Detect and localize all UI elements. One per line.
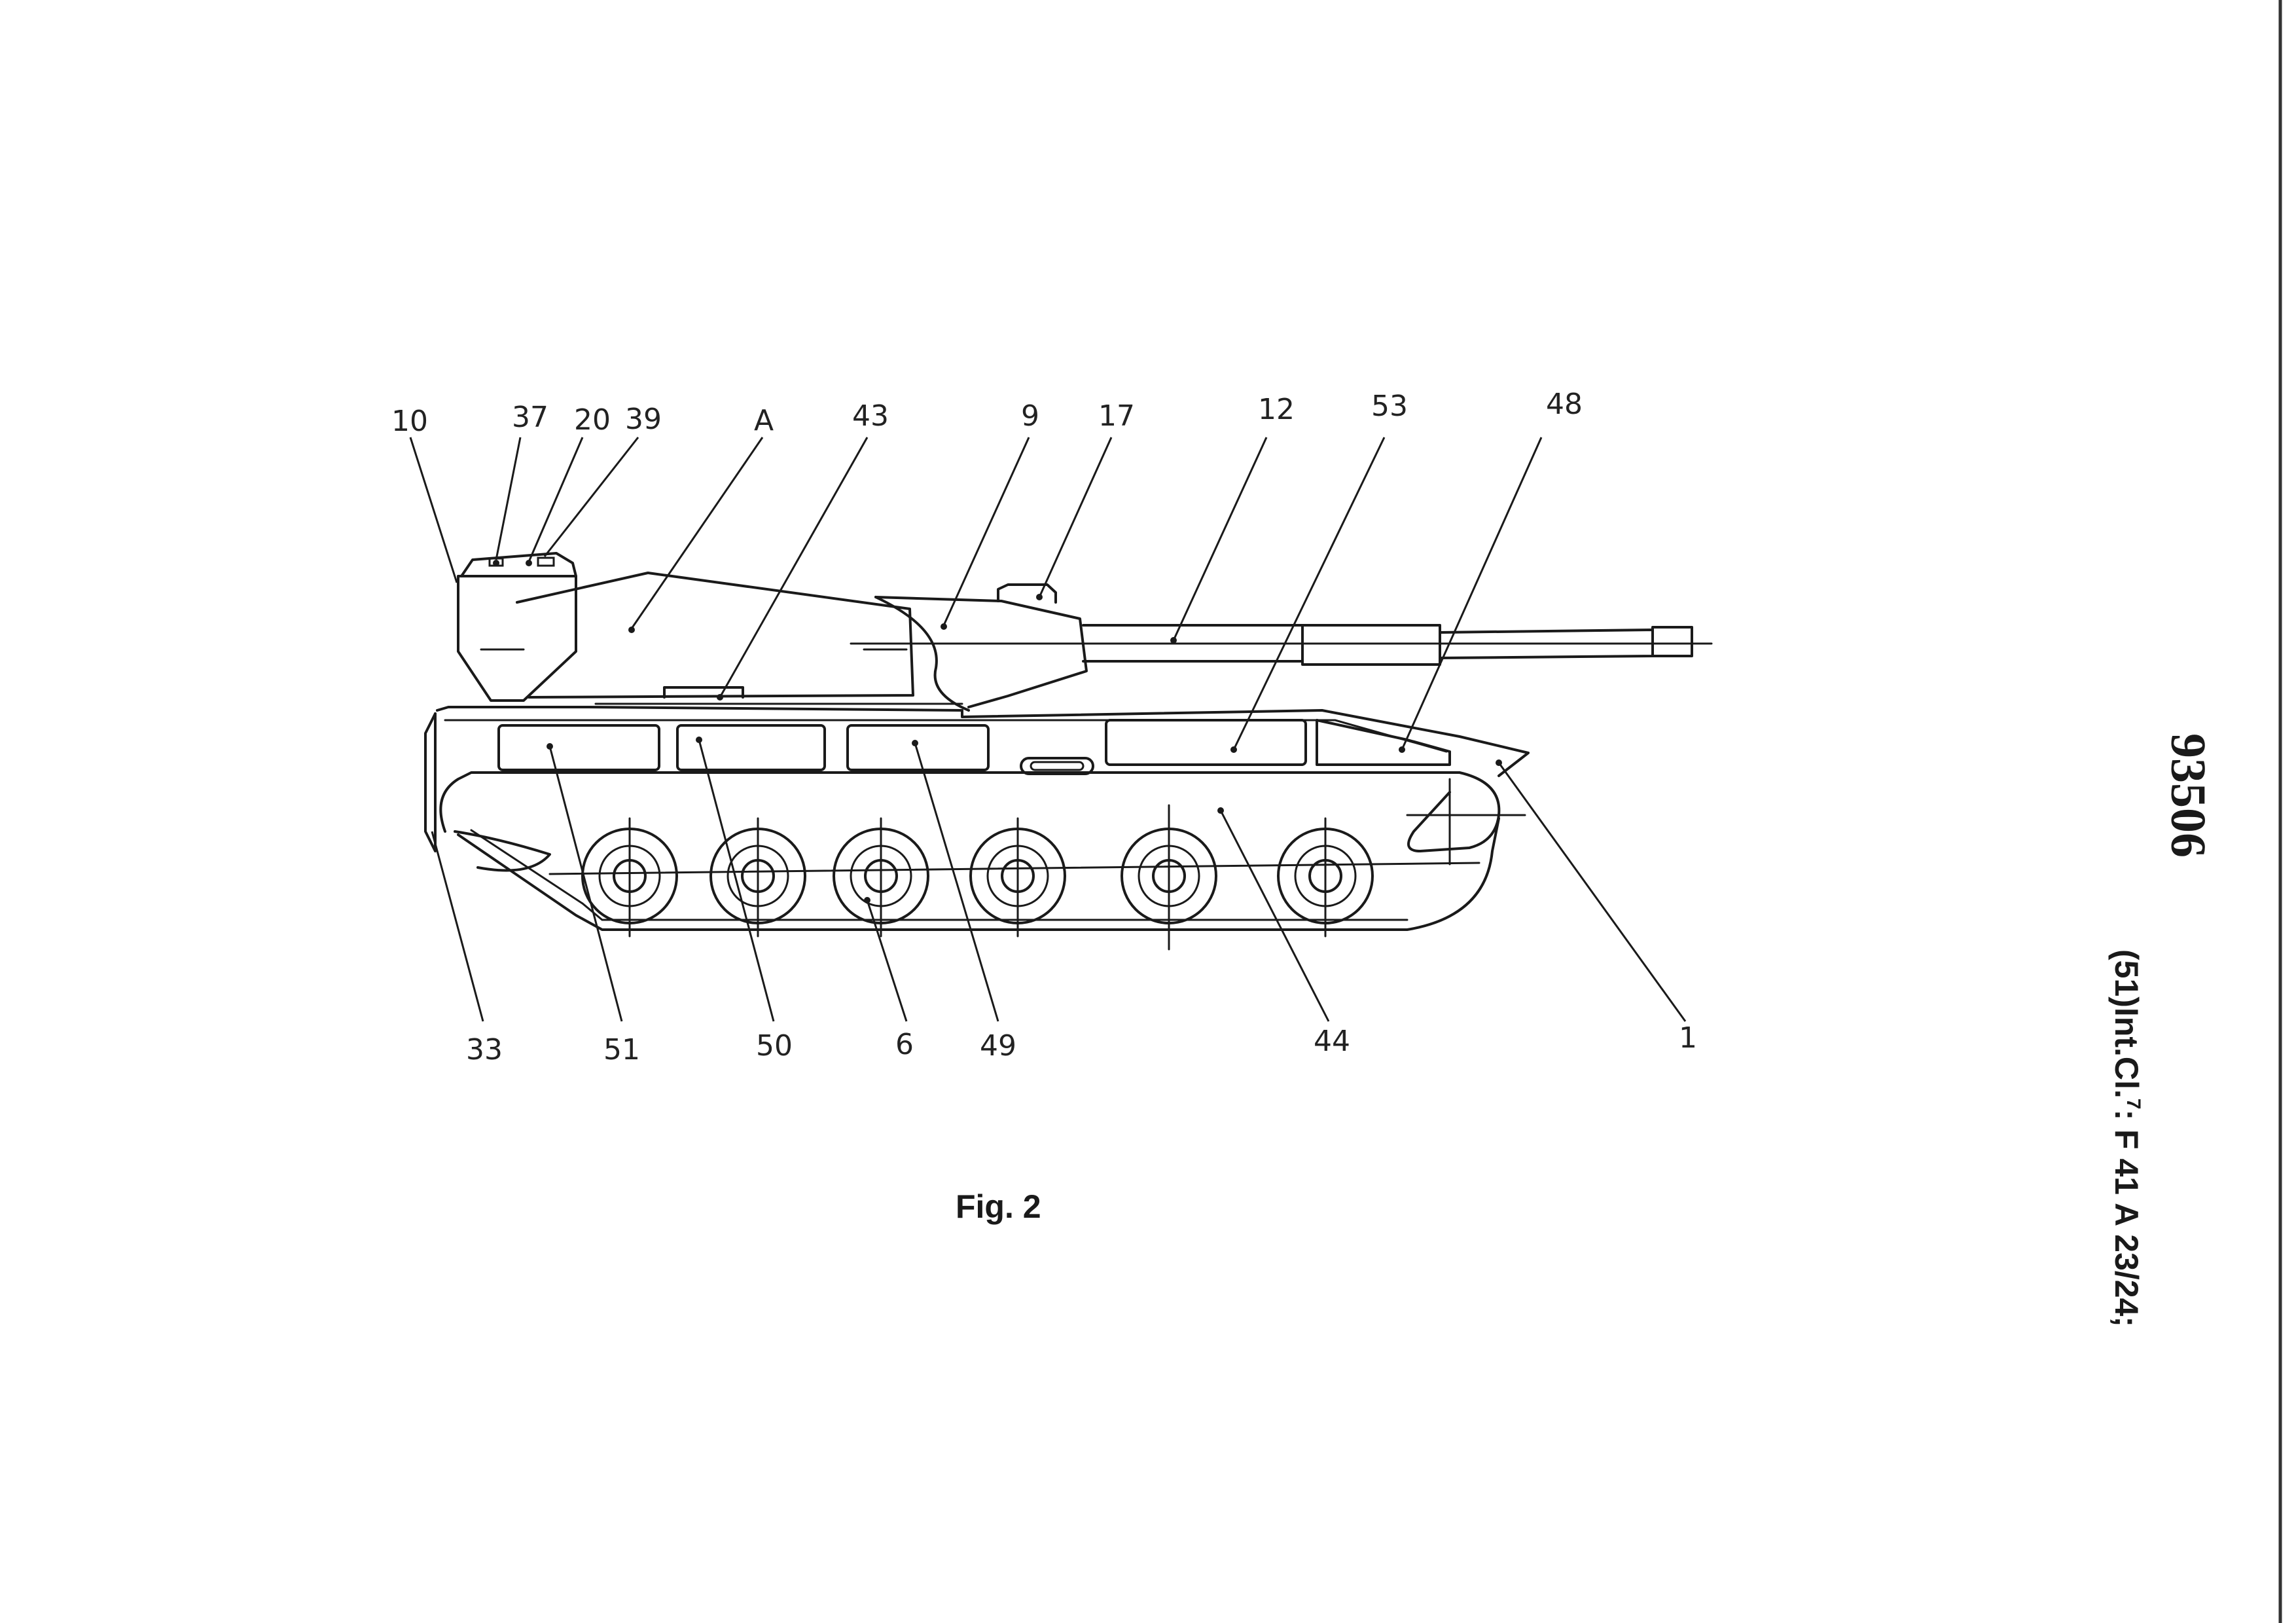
ref-12: 12 (1258, 393, 1295, 426)
ref-A: A (754, 404, 774, 437)
ref-1: 1 (1679, 1021, 1697, 1055)
ref-20: 20 (574, 403, 611, 437)
fender-outline (439, 771, 1501, 852)
hull-upper-outline (436, 706, 1530, 777)
vehicle-side-view: 10 37 20 39 A 43 9 17 12 53 48 33 51 50 … (391, 388, 1713, 1067)
road-wheel-2 (709, 817, 806, 938)
commander-cupola (460, 552, 577, 577)
ref-53: 53 (1371, 390, 1408, 423)
idler-left (454, 830, 551, 872)
ref-9: 9 (1021, 399, 1039, 433)
fume-extractor (1301, 624, 1441, 666)
classification-superscript: 7 (2123, 1099, 2144, 1110)
turret-main-body (516, 572, 914, 699)
road-wheel-6 (1277, 817, 1374, 938)
track-inner (470, 829, 1408, 921)
hull-rear-plate (424, 712, 437, 852)
stowage-box-53 (1105, 719, 1307, 766)
road-wheel-4 (969, 817, 1066, 938)
ref-43: 43 (852, 399, 889, 433)
ref-50: 50 (756, 1029, 793, 1063)
figure-caption: Fig. 2 (956, 1188, 1041, 1225)
reference-labels-top: 10 37 20 39 A 43 9 17 12 53 48 (391, 388, 1583, 438)
stowage-box-49 (846, 724, 990, 771)
stowage-box-51 (497, 724, 660, 771)
ref-48: 48 (1546, 388, 1583, 421)
ref-6: 6 (895, 1028, 914, 1061)
road-wheel-3 (833, 817, 929, 938)
ref-37: 37 (512, 401, 548, 434)
main-gun (850, 624, 1713, 666)
gun-housing (874, 596, 1088, 708)
running-gear (439, 771, 1526, 951)
track-centerline (548, 862, 1480, 875)
stowage-box-50 (676, 724, 826, 771)
ref-39: 39 (625, 403, 662, 436)
ref-10: 10 (391, 405, 428, 438)
sight-housing (997, 583, 1057, 604)
gun-mantlet (874, 596, 970, 712)
ref-17: 17 (1098, 399, 1135, 433)
road-wheel-1 (581, 817, 678, 938)
stowage-box-48 (1316, 719, 1451, 766)
classification-code: (51)Int.Cl.7: F 41 A 23/24; (2108, 949, 2145, 1327)
reference-labels-bottom: 33 51 50 6 49 44 1 (466, 1021, 1697, 1067)
ref-33: 33 (466, 1033, 503, 1067)
document-number: 93506 (2161, 733, 2215, 858)
periscope-39 (537, 556, 555, 567)
ref-51: 51 (603, 1033, 640, 1067)
hull (424, 706, 1530, 852)
ref-44: 44 (1314, 1025, 1350, 1058)
classification-suffix: : F 41 A 23/24; (2108, 1109, 2145, 1327)
exhaust-grille-inner (1030, 761, 1085, 771)
ref-49: 49 (980, 1029, 1016, 1063)
classification-prefix: (51)Int.Cl. (2108, 949, 2145, 1099)
muzzle-brake (1651, 626, 1693, 657)
track-outline (457, 817, 1500, 931)
road-wheel-5 (1121, 804, 1217, 951)
leader-lines (409, 437, 1687, 1022)
turret (457, 552, 1088, 712)
turret-ring-hatch (663, 686, 744, 699)
turret-rear-block (457, 575, 577, 702)
